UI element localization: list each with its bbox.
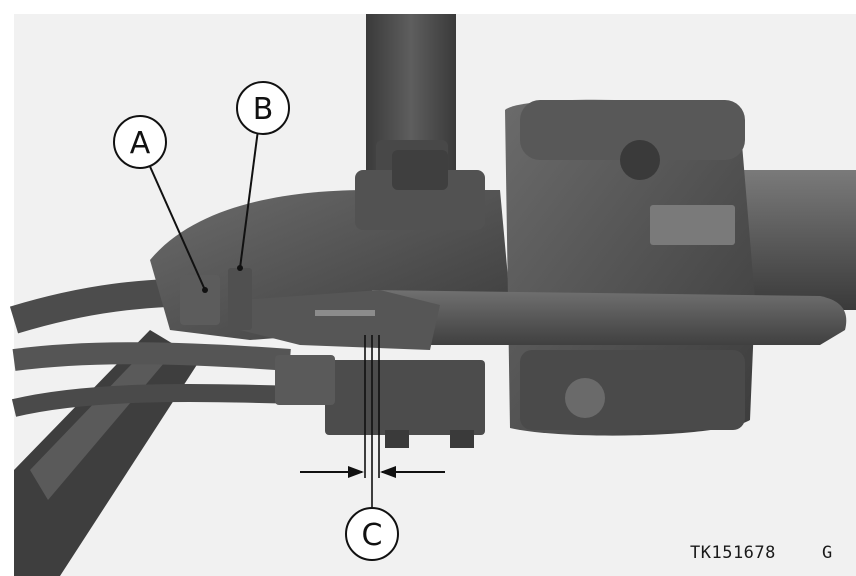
switch-connector	[275, 355, 335, 405]
cable-adjuster	[180, 275, 220, 325]
switch-housing-upper	[520, 100, 745, 160]
pivot-bolt	[392, 150, 448, 190]
switch-housing-lower	[520, 350, 745, 430]
figure-suffix: G	[822, 543, 833, 563]
freeplay-arrow-head-right	[380, 466, 396, 478]
switch-slider	[650, 205, 735, 245]
frame-tube-highlight	[30, 345, 170, 500]
freeplay-arrow-head-left	[348, 466, 364, 478]
cable-bottom	[11, 384, 301, 417]
callout-b-label: B	[253, 92, 274, 127]
lever-slot	[315, 310, 375, 316]
callout-b: B	[236, 81, 290, 135]
perch-clamp	[325, 360, 485, 435]
clamp-bolt-left	[385, 430, 409, 448]
switch-button-lower	[565, 378, 605, 418]
cable-lower	[12, 342, 291, 371]
callout-a: A	[113, 115, 167, 169]
lever-pivot-end	[240, 290, 440, 350]
pivot-block	[355, 170, 485, 230]
leader-a-dot	[202, 287, 208, 293]
callout-c-label: C	[362, 518, 383, 553]
switch-button-upper	[620, 140, 660, 180]
leader-a	[147, 161, 206, 291]
callout-c: C	[345, 507, 399, 561]
cable-locknut	[228, 268, 252, 330]
figure-code: TK151678	[690, 543, 776, 563]
leader-b-dot	[237, 265, 243, 271]
leader-b	[239, 129, 259, 269]
handlebar-right	[740, 170, 856, 310]
callout-a-label: A	[130, 126, 151, 161]
clamp-bolt-right	[450, 430, 474, 448]
clutch-lever	[372, 290, 847, 345]
